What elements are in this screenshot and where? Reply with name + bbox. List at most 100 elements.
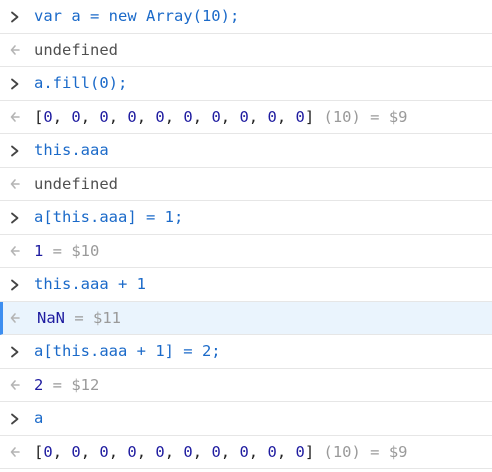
array-element: 0 [183,442,193,461]
console-output-row[interactable]: 1 = $10 [0,235,492,268]
result-equals: = [43,241,72,260]
array-open-bracket: [ [34,107,44,126]
console-output-row[interactable]: 2 = $12 [0,369,492,402]
input-expression[interactable]: a [34,409,44,427]
array-separator: , [136,107,156,126]
result-equals: = [65,308,93,327]
console-input-row[interactable]: var a = new Array(10); [0,0,492,34]
input-expression[interactable]: this.aaa [34,141,109,159]
return-arrow-icon [6,168,24,201]
array-separator: , [276,107,296,126]
array-separator: , [192,442,212,461]
array-separator: , [52,107,72,126]
chevron-right-icon [6,67,24,100]
result-equals: = [360,442,389,461]
array-element: 0 [71,442,81,461]
return-arrow-icon [6,369,24,402]
array-separator: , [108,442,128,461]
chevron-right-icon [6,201,24,234]
return-arrow-icon [6,34,24,67]
chevron-right-icon [6,402,24,435]
result-number: 1 [34,241,44,260]
array-separator: , [80,107,100,126]
return-arrow-icon [6,436,24,469]
array-element: 0 [267,442,277,461]
array-separator: , [220,107,240,126]
return-arrow-icon [6,235,24,268]
result-number: NaN [37,308,65,327]
array-length: (10) [314,442,361,461]
result-variable[interactable]: $9 [388,107,408,126]
input-expression[interactable]: var a = new Array(10); [34,7,240,25]
result-variable[interactable]: $11 [93,308,121,327]
array-separator: , [192,107,212,126]
input-expression[interactable]: this.aaa + 1 [34,275,146,293]
array-element: 0 [43,442,53,461]
result-variable[interactable]: $9 [388,442,408,461]
input-expression[interactable]: a.fill(0); [34,74,128,92]
output-value: NaN = $11 [37,302,121,335]
array-element: 0 [211,107,221,126]
chevron-right-icon [6,0,24,33]
array-length: (10) [314,107,361,126]
array-output: [0, 0, 0, 0, 0, 0, 0, 0, 0, 0] (10) = $9 [34,101,408,134]
array-separator: , [248,442,268,461]
chevron-right-icon [6,134,24,167]
console-output-row[interactable]: [0, 0, 0, 0, 0, 0, 0, 0, 0, 0] (10) = $9 [0,436,492,469]
chevron-right-icon [6,268,24,301]
array-element: 0 [295,107,305,126]
array-separator: , [164,442,184,461]
return-arrow-icon [6,302,24,335]
console-output-row[interactable]: undefined [0,168,492,201]
console-input-row[interactable]: a [0,402,492,436]
array-separator: , [52,442,72,461]
result-equals: = [360,107,389,126]
console-input-row[interactable]: this.aaa + 1 [0,268,492,302]
array-separator: , [276,442,296,461]
array-close-bracket: ] [304,107,315,126]
array-element: 0 [211,442,221,461]
console-input-row[interactable]: this.aaa [0,134,492,168]
array-element: 0 [99,107,109,126]
result-variable[interactable]: $10 [71,241,100,260]
array-separator: , [136,442,156,461]
array-element: 0 [155,442,165,461]
array-separator: , [108,107,128,126]
array-separator: , [220,442,240,461]
array-element: 0 [267,107,277,126]
result-equals: = [43,375,72,394]
array-element: 0 [99,442,109,461]
output-value: undefined [34,40,118,59]
array-element: 0 [155,107,165,126]
array-separator: , [164,107,184,126]
chevron-right-icon [6,335,24,368]
array-element: 0 [127,107,137,126]
array-output: [0, 0, 0, 0, 0, 0, 0, 0, 0, 0] (10) = $9 [34,436,408,469]
input-expression[interactable]: a[this.aaa] = 1; [34,208,184,226]
console-input-row[interactable]: a[this.aaa] = 1; [0,201,492,235]
return-arrow-icon [6,101,24,134]
console-output-row[interactable]: undefined [0,34,492,67]
array-element: 0 [183,107,193,126]
array-element: 0 [43,107,53,126]
array-element: 0 [127,442,137,461]
array-element: 0 [239,107,249,126]
console-output-row[interactable]: [0, 0, 0, 0, 0, 0, 0, 0, 0, 0] (10) = $9 [0,101,492,134]
output-value: 2 = $12 [34,369,100,402]
output-value: 1 = $10 [34,235,100,268]
input-expression[interactable]: a[this.aaa + 1] = 2; [34,342,221,360]
array-element: 0 [295,442,305,461]
console-input-row[interactable]: a.fill(0); [0,67,492,101]
array-separator: , [80,442,100,461]
output-value: undefined [34,174,118,193]
array-separator: , [248,107,268,126]
console-output-row-selected[interactable]: NaN = $11 [0,301,492,335]
array-close-bracket: ] [304,442,315,461]
result-variable[interactable]: $12 [71,375,100,394]
array-open-bracket: [ [34,442,44,461]
array-element: 0 [239,442,249,461]
result-number: 2 [34,375,44,394]
array-element: 0 [71,107,81,126]
console-input-row[interactable]: a[this.aaa + 1] = 2; [0,335,492,369]
